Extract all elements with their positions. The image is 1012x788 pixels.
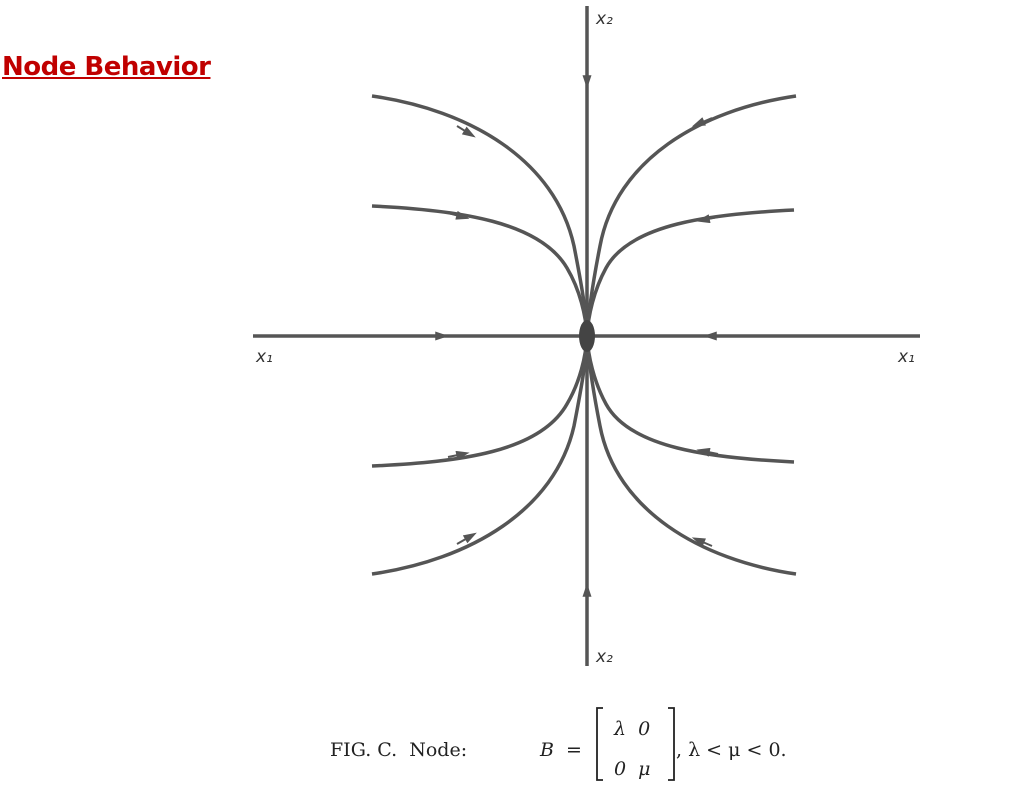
trajectory-upper-right-inner (585, 208, 795, 337)
trajectory-upper-left-outer (371, 94, 589, 337)
caption-matrix-row2: 0 μ (614, 758, 651, 780)
caption-matrix-row1: λ 0 (613, 718, 650, 740)
arrow-lower-left-inner (447, 450, 470, 460)
origin-node (579, 320, 595, 352)
caption-matrix-name: B (539, 739, 554, 761)
x2-label-bottom: x₂ (595, 647, 613, 667)
page-title: Node Behavior (2, 52, 211, 82)
arrow-lower-right-inner (696, 447, 719, 457)
arrow-upper-left-outer (456, 125, 476, 138)
arrow-upper-right-inner (696, 214, 719, 224)
caption-condition: , λ < μ < 0. (676, 739, 787, 761)
arrow-upper-right-outer (691, 117, 713, 127)
x1-label-right: x₁ (897, 347, 915, 367)
trajectory-upper-left-inner (371, 204, 589, 337)
trajectory-lower-left-inner (371, 335, 589, 468)
trajectory-lower-right-outer (585, 335, 797, 576)
arrow-upper-left-inner (447, 210, 470, 220)
trajectory-lower-right-inner (585, 335, 795, 464)
matrix-left-bracket (596, 707, 603, 781)
x1-label-left: x₁ (255, 347, 273, 367)
trajectory-lower-left-outer (371, 335, 589, 576)
x2-label-top: x₂ (595, 9, 613, 29)
caption-equals: = (566, 739, 582, 761)
arrow-lower-right-outer (691, 537, 713, 547)
arrow-lower-left-outer (456, 532, 477, 545)
matrix-right-bracket (668, 707, 675, 781)
figure-caption: FIG. C. Node: B = λ 0 0 μ , λ < μ < 0. (330, 707, 787, 781)
trajectory-upper-right-outer (585, 94, 797, 337)
caption-prefix: FIG. C. Node: (330, 739, 467, 761)
